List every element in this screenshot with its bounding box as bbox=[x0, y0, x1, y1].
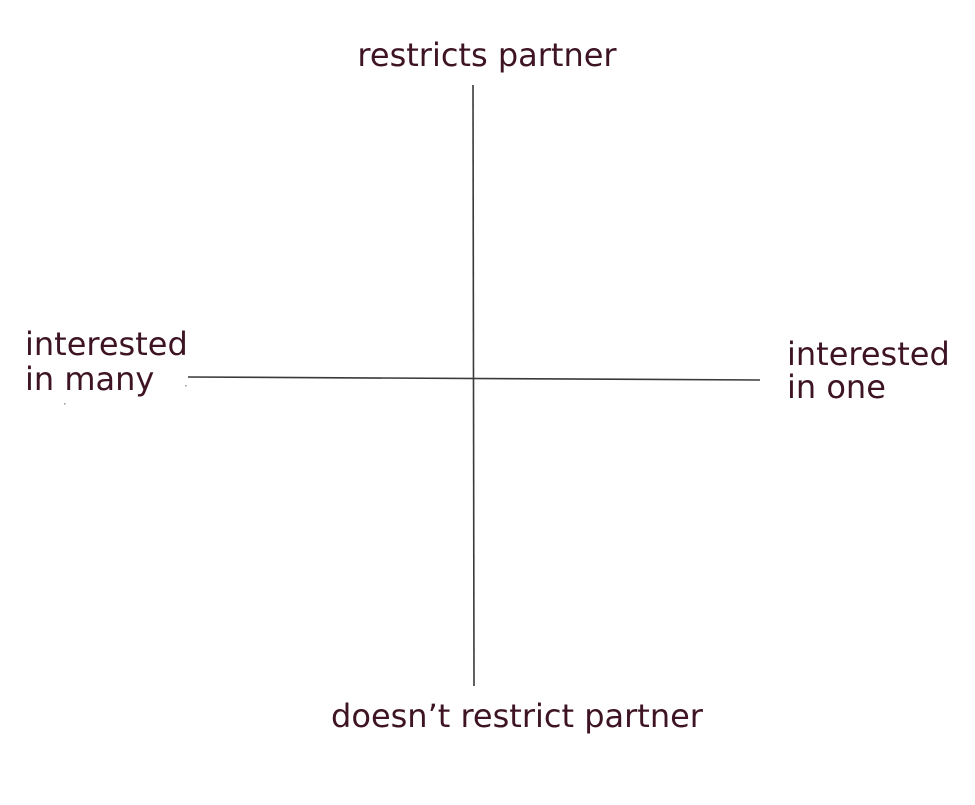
right-label: interested in one bbox=[787, 335, 950, 406]
vertical-axis bbox=[472, 84, 475, 687]
left-label-line-1: interested bbox=[25, 325, 188, 363]
top-label: restricts partner bbox=[357, 36, 617, 74]
horizontal-axis bbox=[187, 376, 761, 381]
stray-speck bbox=[64, 403, 66, 405]
stray-speck bbox=[185, 385, 187, 387]
bottom-label: doesn’t restrict partner bbox=[331, 697, 704, 735]
right-label-line-1: interested bbox=[787, 335, 950, 373]
left-label: interested in many bbox=[25, 325, 188, 398]
left-label-line-2: in many bbox=[25, 360, 154, 398]
right-label-line-2: in one bbox=[787, 368, 886, 406]
